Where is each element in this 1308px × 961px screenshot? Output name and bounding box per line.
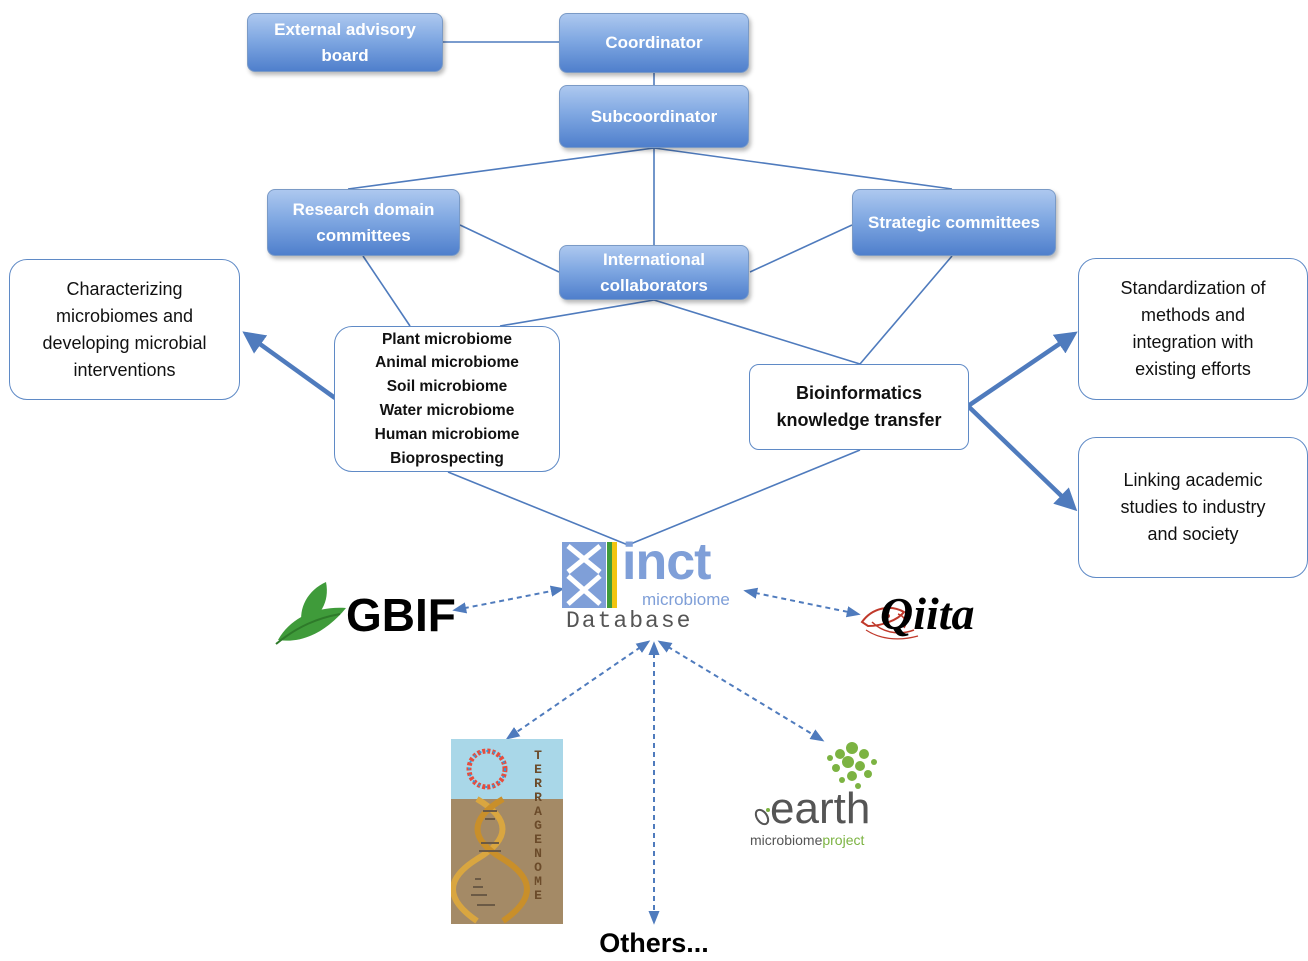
link-strategic-international [749,224,853,273]
research-area-item: Bioprospecting [390,449,504,467]
terragenome-wordmark: TERRAGENOME [534,748,542,903]
qiita-wordmark: Qiita [880,588,975,639]
research-area-item: Animal microbiome [375,354,519,372]
external-advisory-board-label: External advisory board [274,19,416,65]
research-domain-committees-box: Research domain committees [267,189,460,256]
earth-microbe-icon [754,808,770,826]
subcoordinator-label: Subcoordinator [590,106,718,126]
earth-tree-icon [827,742,877,789]
earth-project-word: project [822,832,865,848]
coordinator-box: Coordinator [559,13,749,73]
link-research-areas [362,255,411,327]
international-collaborators-box: International collaborators [559,245,749,300]
dashed-link-terragenome [505,640,651,740]
others-label: Others... [599,928,709,958]
gbif-wordmark: GBIF [346,589,456,641]
external-advisory-board-box: External advisory board [247,13,443,72]
bioinformatics-box: Bioinformatics knowledge transfer [749,364,969,450]
subcoordinator-box: Subcoordinator [559,85,749,148]
dashed-link-qiita [743,587,861,618]
standardization-label: Standardization of methods and integrati… [1120,278,1266,379]
earth-microbiome-logo: earth microbiomeproject [748,738,908,850]
arrow-to-standardization [966,331,1078,408]
research-area-item: Soil microbiome [386,378,508,396]
coordinator-label: Coordinator [605,33,703,52]
earth-microbiome-text: microbiomeproject [750,832,864,848]
international-collaborators-label: International collaborators [600,249,708,295]
database-caption: Database [566,608,693,634]
strategic-committees-box: Strategic committees [852,189,1056,256]
research-domain-committees-label: Research domain committees [292,199,435,245]
characterizing-label: Characterizing microbiomes and developin… [42,278,207,380]
arrow-to-linking [966,404,1078,512]
research-area-item: Water microbiome [379,402,515,419]
characterizing-box: Characterizing microbiomes and developin… [9,259,240,400]
dashed-link-earth [657,640,825,742]
gbif-logo: GBIF [268,578,458,658]
earth-wordmark: earth [770,784,871,833]
link-strategic-bioinfo [859,255,953,365]
earth-microbiome-word: microbiome [750,832,823,848]
research-area-item: Human microbiome [374,425,520,443]
link-research-international [459,224,560,273]
link-bioinfo-database [627,449,861,546]
research-area-item: Plant microbiome [381,330,513,348]
strategic-committees-label: Strategic committees [868,212,1040,232]
arrow-to-characterizing [242,331,337,400]
inct-database-logo: inct microbiome Database [562,534,748,634]
terragenome-image [450,739,563,924]
link-sub-strategic [653,147,953,190]
link-areas-database [447,471,629,546]
qiita-logo: Qiita [858,588,1018,648]
link-international-areas [499,299,655,327]
bioinformatics-label: Bioinformatics knowledge transfer [776,383,942,430]
dna-helix-icon [562,542,617,608]
gbif-leaf-icon [275,582,346,645]
dashed-link-gbif [452,585,565,614]
link-international-bioinfo [653,299,861,365]
terragenome-logo: TERRAGENOME [450,739,563,924]
qiita-bird-icon [860,606,919,640]
link-sub-research [347,147,655,190]
linking-label: Linking academic studies to industry and… [1120,470,1266,544]
standardization-box: Standardization of methods and integrati… [1078,258,1308,400]
linking-box: Linking academic studies to industry and… [1078,437,1308,578]
inct-microbiome-label: microbiome [642,590,730,609]
research-areas-box: Plant microbiome Animal microbiome Soil … [334,326,560,472]
inct-wordmark: inct [622,533,711,591]
